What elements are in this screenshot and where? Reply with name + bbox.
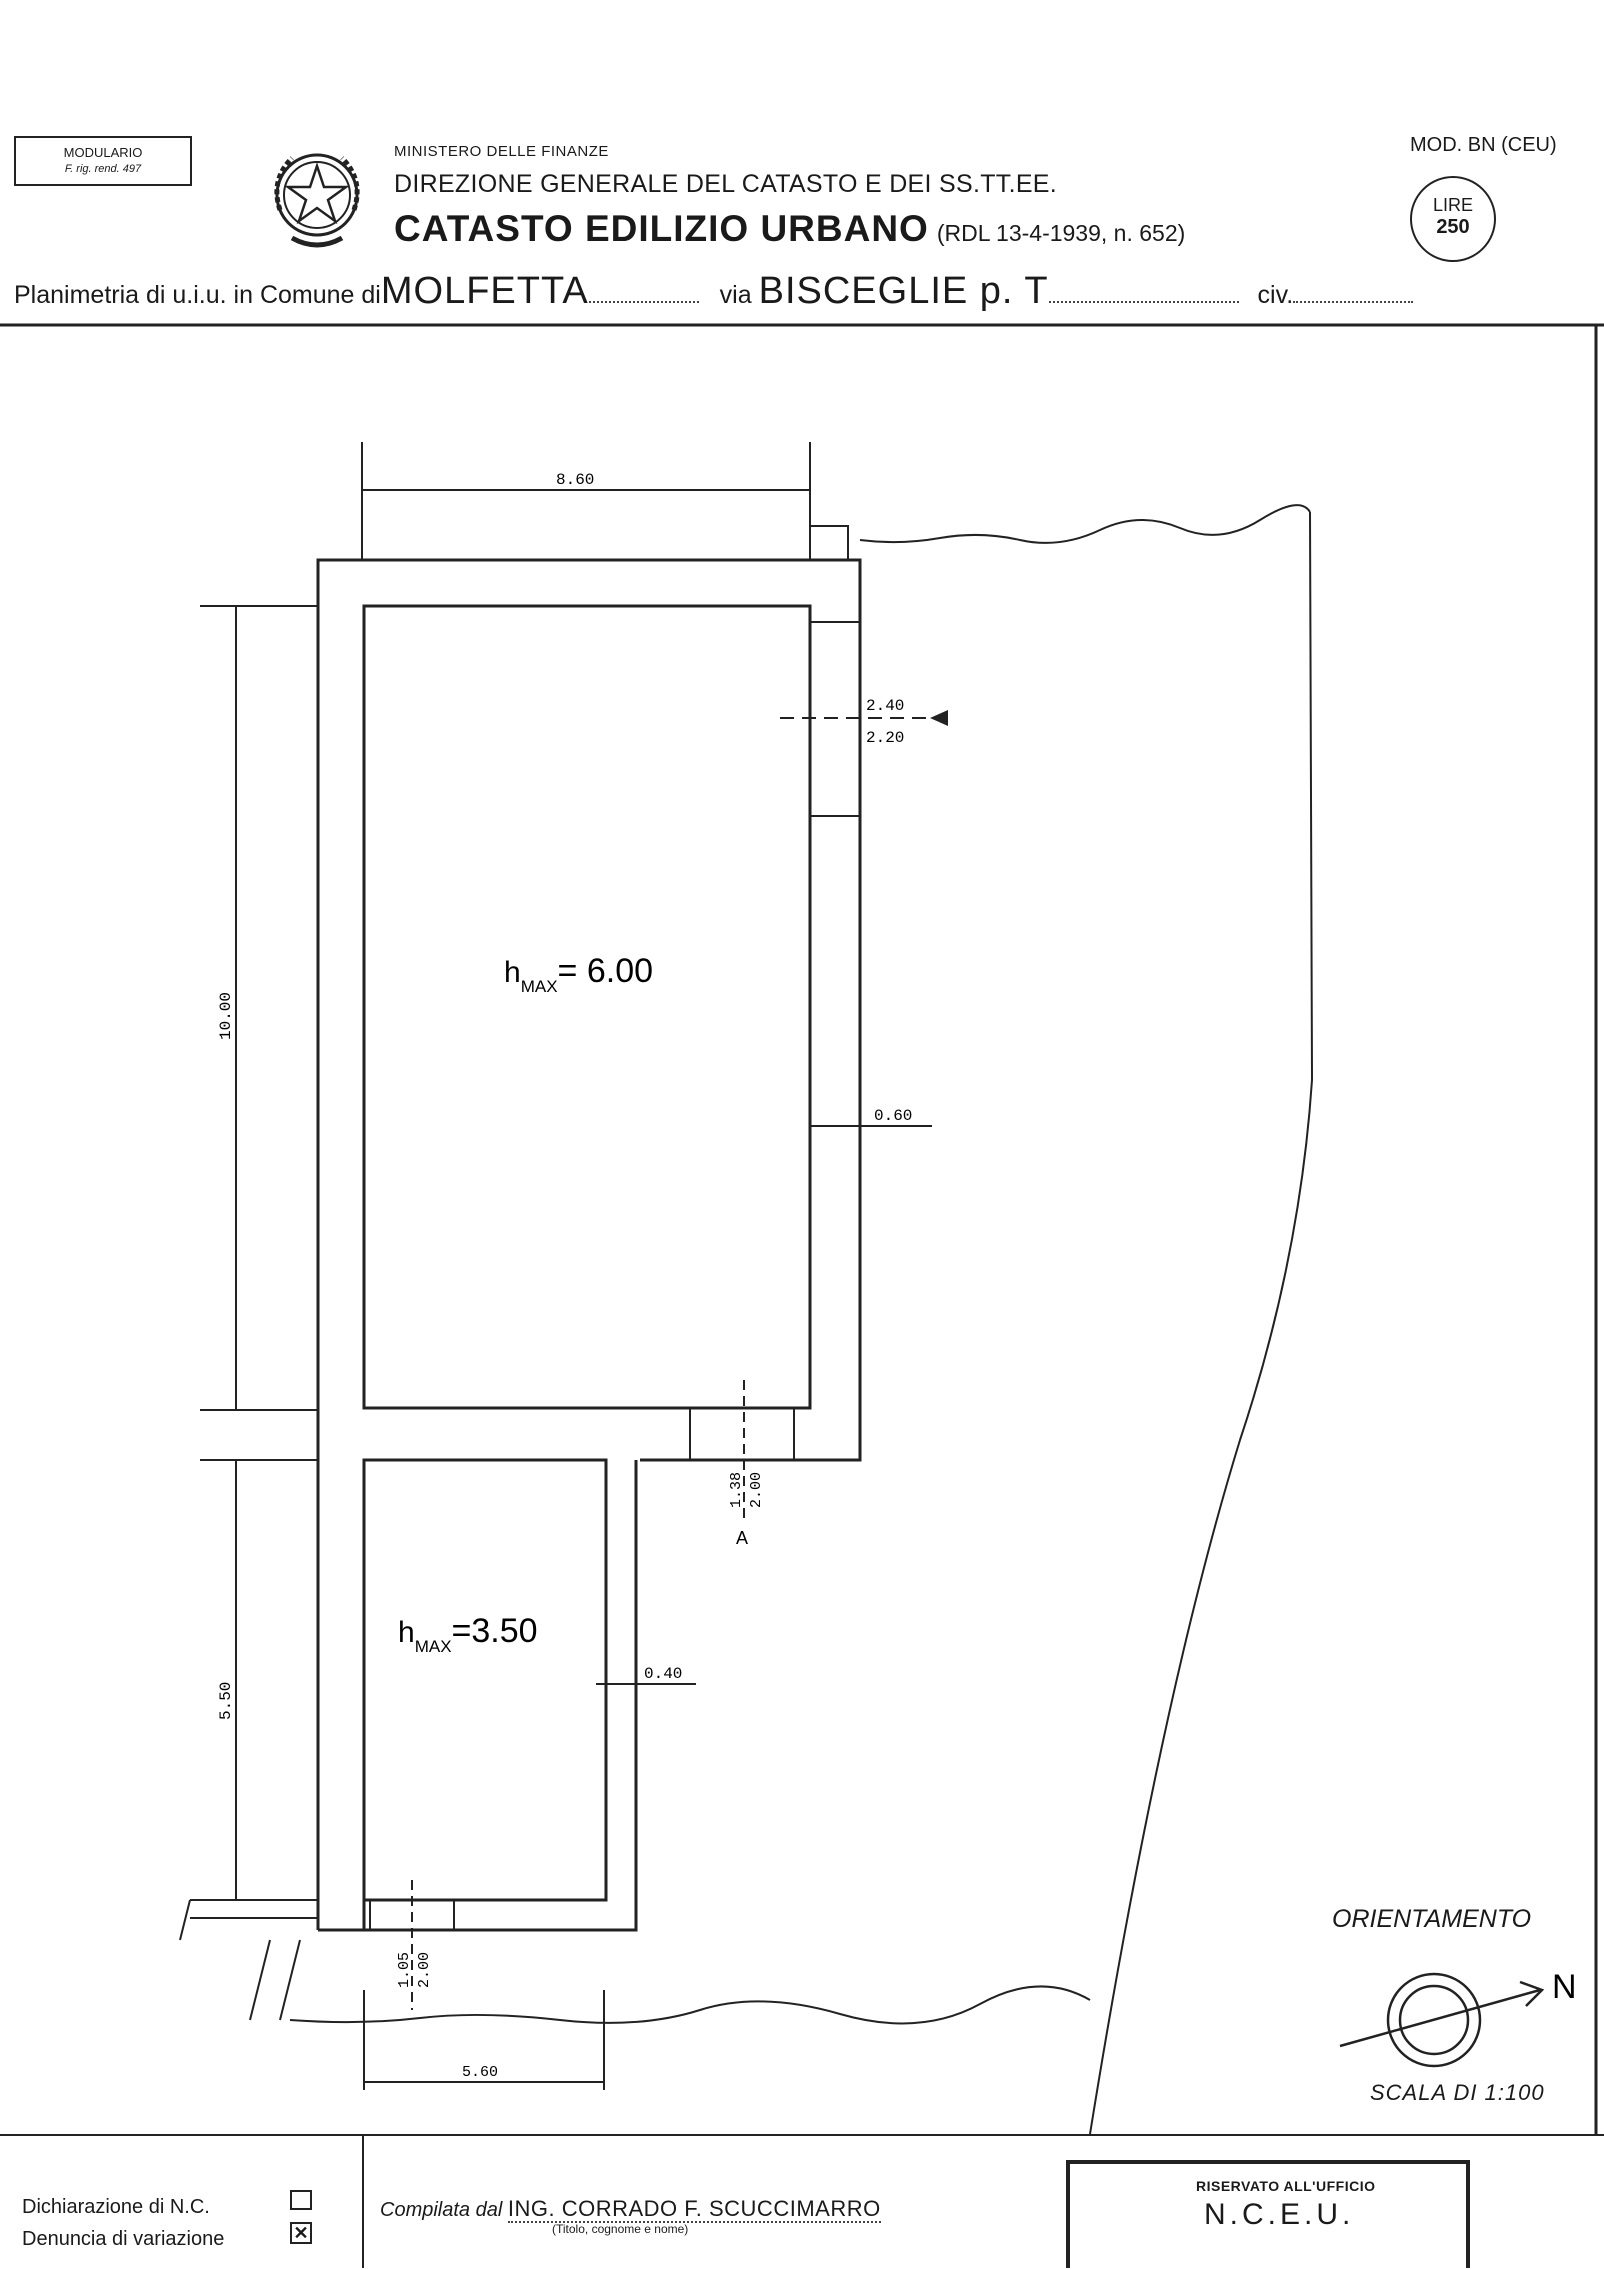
dichiarazione-label: Dichiarazione di N.C.	[22, 2196, 210, 2218]
ministry-name: MINISTERO DELLE FINANZE	[394, 143, 609, 160]
italian-republic-emblem-icon	[274, 153, 360, 248]
office-stamp-box	[1066, 2160, 1470, 2268]
comune-value: MOLFETTA	[380, 270, 589, 312]
room-lower-sub: MAX	[415, 1637, 452, 1656]
modulario-box: MODULARIO F. rig. rend. 497	[14, 136, 192, 186]
section-arrow-right	[930, 710, 948, 726]
catasto-title: CATASTO EDILIZIO URBANO (RDL 13-4-1939, n…	[394, 208, 1185, 250]
via-value: BISCEGLIE p. T	[758, 270, 1049, 312]
dim-left-lower: 5.50	[217, 1682, 235, 1720]
dim-wall-right: 0.60	[874, 1107, 912, 1125]
room-upper-h: h	[504, 956, 521, 989]
dichiarazione-checkbox	[290, 2190, 312, 2210]
room-upper-label: hMAX= 6.00	[504, 952, 653, 996]
titolo-note: (Titolo, cognome e nome)	[552, 2222, 689, 2236]
dim-wall-lower: 0.40	[644, 1665, 682, 1683]
section-mark: A	[736, 1528, 748, 1548]
north-label: N	[1552, 1968, 1577, 2006]
catasto-name: CATASTO EDILIZIO URBANO	[394, 208, 929, 249]
dim-left	[200, 605, 318, 1901]
modulario-code: F. rig. rend. 497	[64, 163, 142, 175]
lire-label: LIRE	[1432, 195, 1474, 215]
compilata-label: Compilata dal	[380, 2199, 503, 2221]
room-lower-h: h	[398, 1616, 415, 1649]
modulario-label: MODULARIO	[63, 145, 143, 160]
compilata-by: ING. CORRADO F. SCUCCIMARRO	[507, 2196, 881, 2223]
dim-top	[361, 442, 811, 560]
direction-name: DIREZIONE GENERALE DEL CATASTO E DEI SS.…	[394, 170, 1058, 198]
dim-left-upper: 10.00	[217, 992, 235, 1040]
compass-icon	[1339, 1972, 1545, 2068]
room-upper-sub: MAX	[521, 977, 558, 996]
model-code: MOD. BN (CEU)	[1410, 134, 1557, 156]
lot-boundary	[179, 504, 1314, 2134]
lire-value: 250	[1436, 216, 1470, 238]
room-upper-val: = 6.00	[558, 952, 653, 990]
dim-top-label: 8.60	[556, 471, 594, 489]
dim-window-b: 2.20	[866, 729, 904, 747]
lire-stamp: LIRE 250	[1410, 176, 1496, 262]
room-lower-val: =3.50	[452, 1612, 538, 1650]
compilata-line: Compilata dal ING. CORRADO F. SCUCCIMARR…	[380, 2196, 881, 2223]
footer-divider	[362, 2136, 364, 2268]
dim-door1-b: 2.00	[748, 1472, 765, 1508]
denuncia-label: Denuncia di variazione	[22, 2228, 225, 2250]
upper-building	[316, 558, 862, 1932]
door-1	[689, 1380, 795, 1520]
dim-bottom	[363, 1990, 605, 2090]
dim-door1-a: 1.38	[728, 1472, 745, 1508]
denuncia-checkbox: ✕	[290, 2222, 312, 2244]
floor-plan-drawing: 8.60 2.40 2.20 0.60 1.38 2.00 A 10.00 5.…	[0, 323, 1604, 2134]
plan-line: Planimetria di u.i.u. in Comune diMOLFET…	[14, 270, 1569, 313]
right-wall-openings	[780, 525, 932, 1127]
via-label: via	[719, 281, 752, 309]
dim-door2-b: 2.00	[416, 1952, 433, 1988]
scale-label: SCALA DI 1:100	[1370, 2080, 1545, 2105]
dim-window-a: 2.40	[866, 697, 904, 715]
plan-prefix: Planimetria di u.i.u. in Comune di	[14, 281, 381, 309]
civ-label: civ.	[1257, 281, 1294, 309]
footer-area	[0, 2134, 1604, 2270]
riservato-label: RISERVATO ALL'UFFICIO	[1196, 2178, 1376, 2194]
rdl-reference: (RDL 13-4-1939, n. 652)	[936, 220, 1186, 246]
orientation-label: ORIENTAMENTO	[1332, 1905, 1532, 1933]
dim-door2-a: 1.05	[396, 1952, 413, 1988]
dim-bottom-label: 5.60	[462, 2064, 498, 2081]
room-lower-label: hMAX=3.50	[398, 1612, 538, 1656]
ncer-label: N.C.E.U.	[1204, 2198, 1355, 2231]
door-2	[369, 1880, 455, 2010]
